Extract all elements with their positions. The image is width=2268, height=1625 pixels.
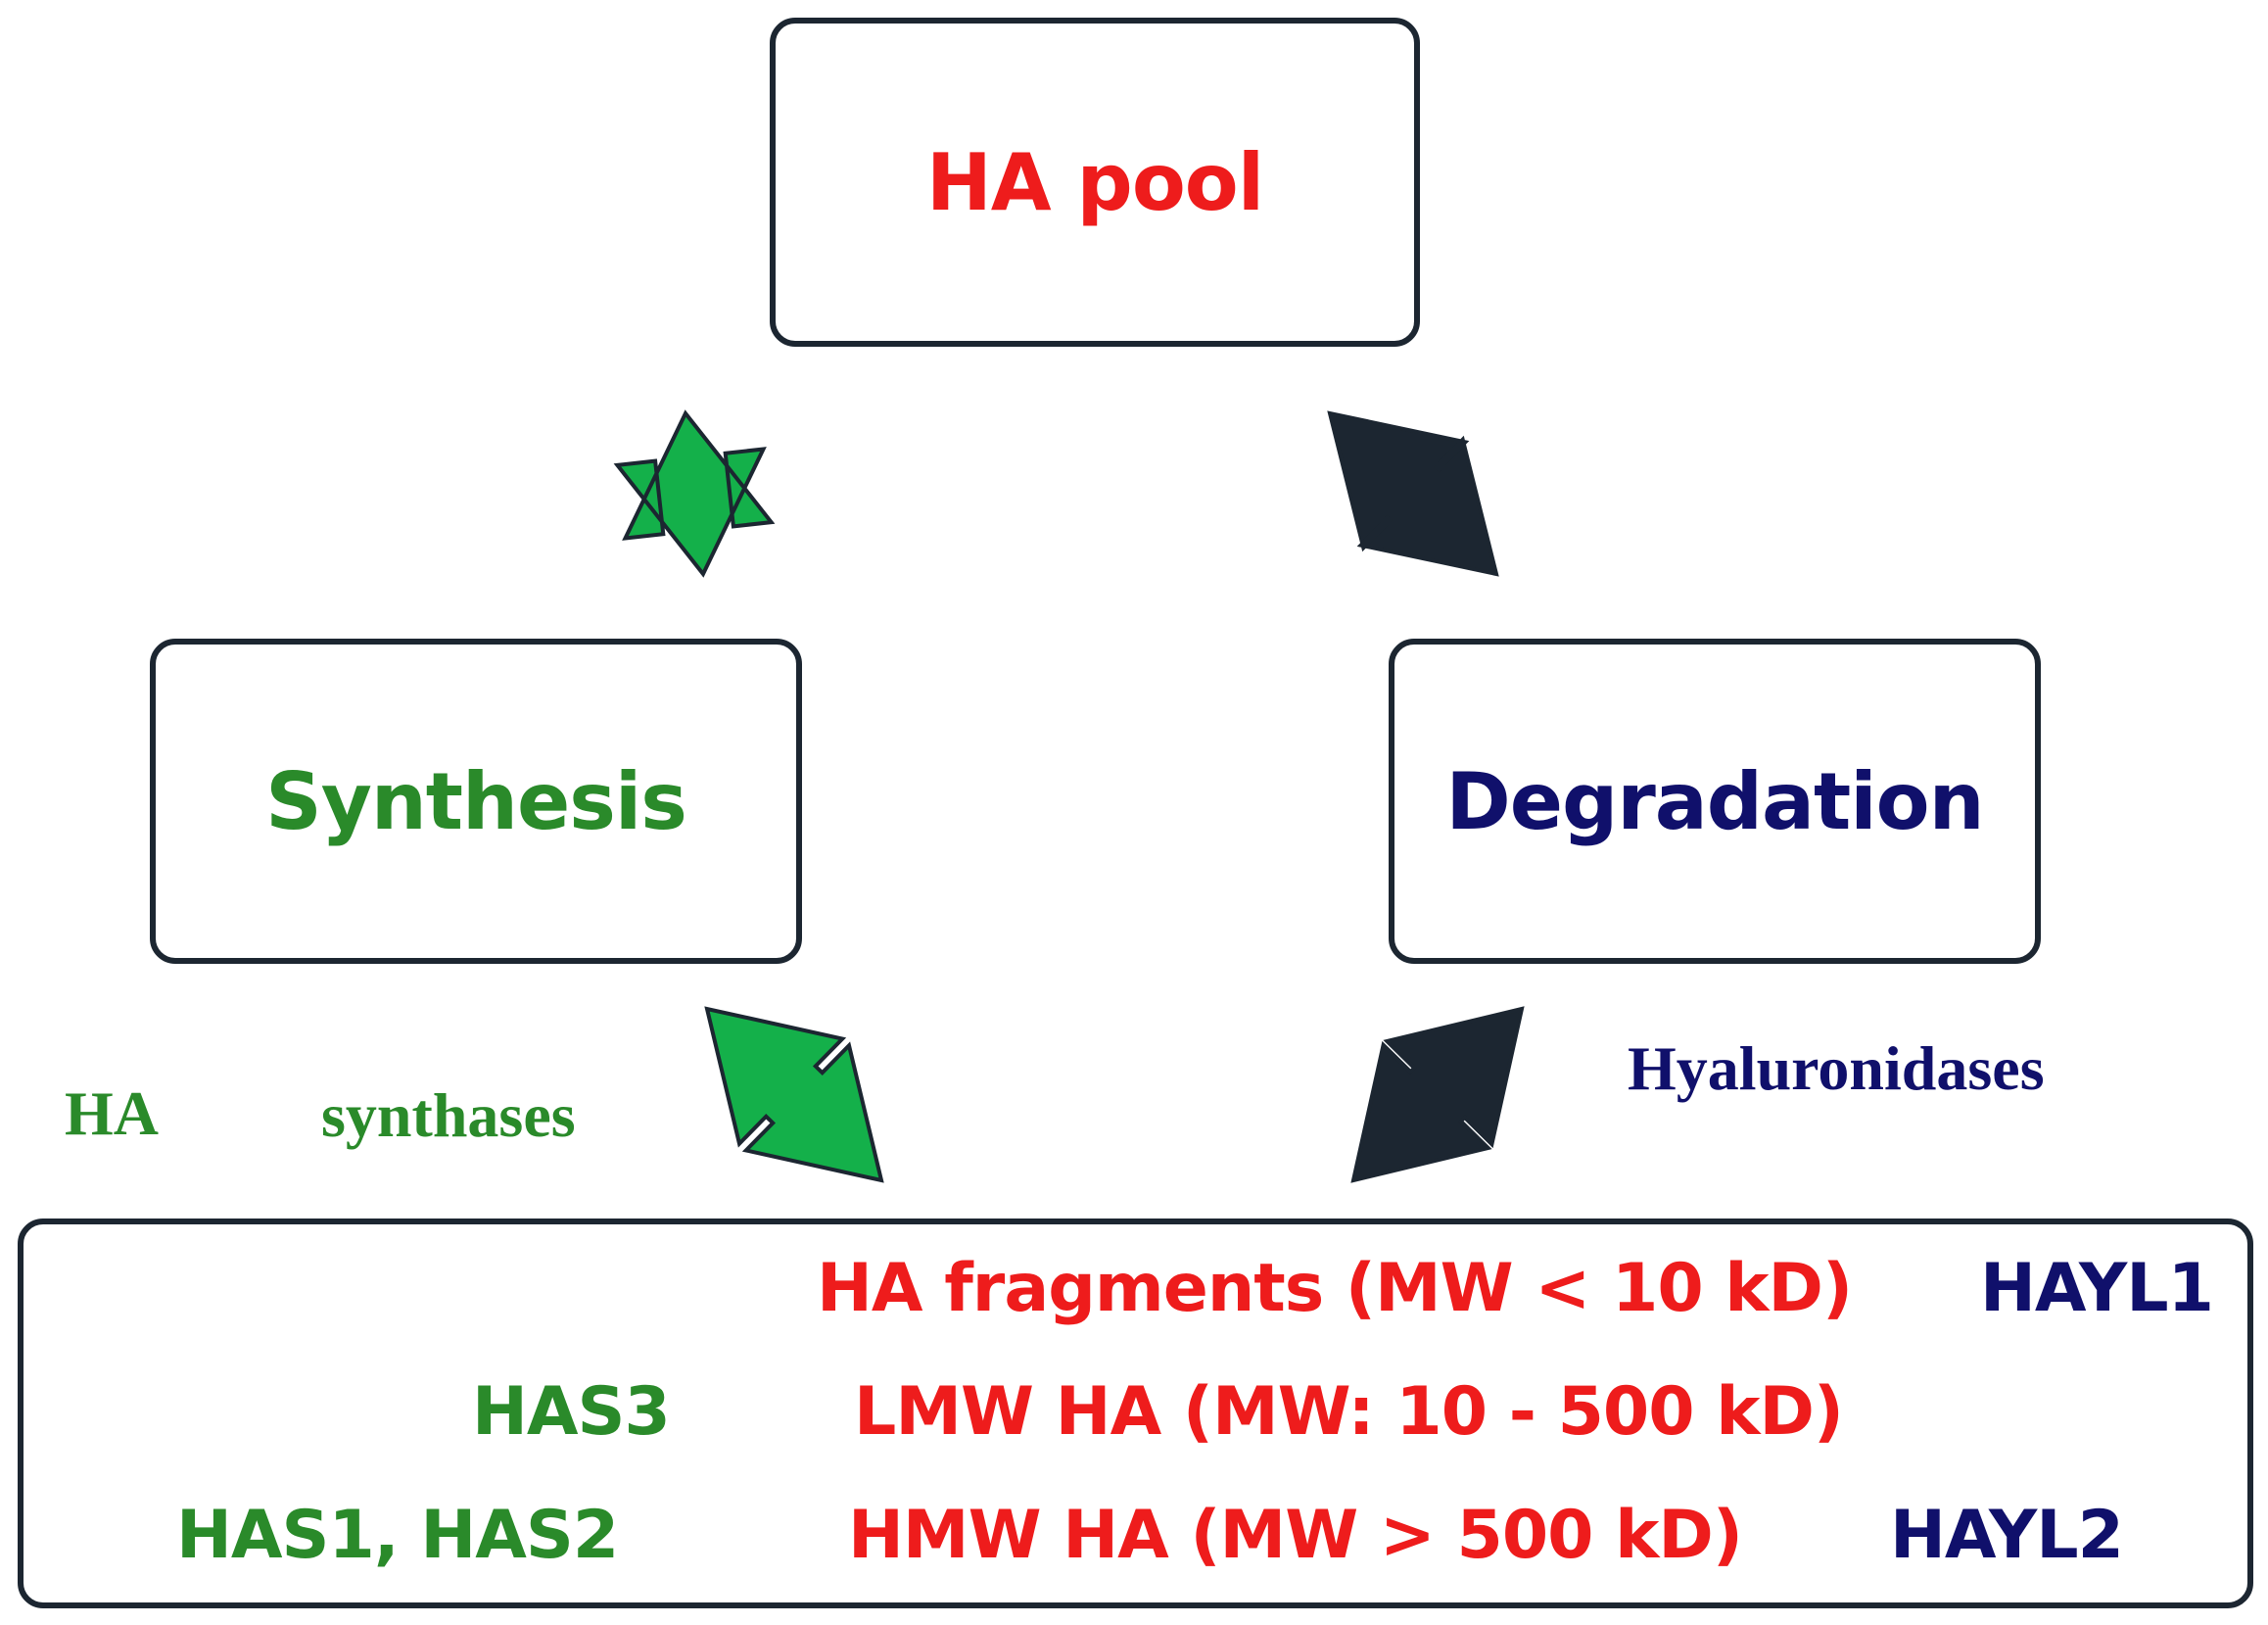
pool-degradation-arrow-icon (1327, 410, 1499, 577)
hayl2-label: HAYL2 (1890, 1497, 2124, 1574)
synthesis-box: Synthesis (150, 639, 802, 964)
synthases-label: synthases (321, 1080, 576, 1150)
ha-fragments-label: HA fragments (MW < 10 kD) (817, 1250, 1853, 1327)
has3-label: HAS3 (472, 1373, 671, 1451)
degradation-box: Degradation (1389, 639, 2041, 964)
pool-synthesis-arrow-icon (613, 409, 776, 578)
ha-pool-label: HA pool (925, 136, 1264, 228)
degradation-bottom-arrow-icon (1350, 1006, 1525, 1183)
hayl1-label: HAYL1 (1980, 1250, 2214, 1327)
molecular-weight-box (18, 1219, 2253, 1608)
synthesis-bottom-arrow-icon (704, 1006, 884, 1183)
degradation-label: Degradation (1445, 755, 1984, 847)
ha-pool-box: HA pool (770, 18, 1420, 347)
lmw-ha-label: LMW HA (MW: 10 - 500 kD) (854, 1373, 1844, 1451)
has1-has2-label: HAS1, HAS2 (176, 1497, 619, 1574)
hyaluronidases-label: Hyaluronidases (1628, 1033, 2045, 1103)
hmw-ha-label: HMW HA (MW > 500 kD) (848, 1497, 1743, 1574)
ha-label: HA (65, 1078, 159, 1148)
synthesis-label: Synthesis (265, 755, 687, 847)
